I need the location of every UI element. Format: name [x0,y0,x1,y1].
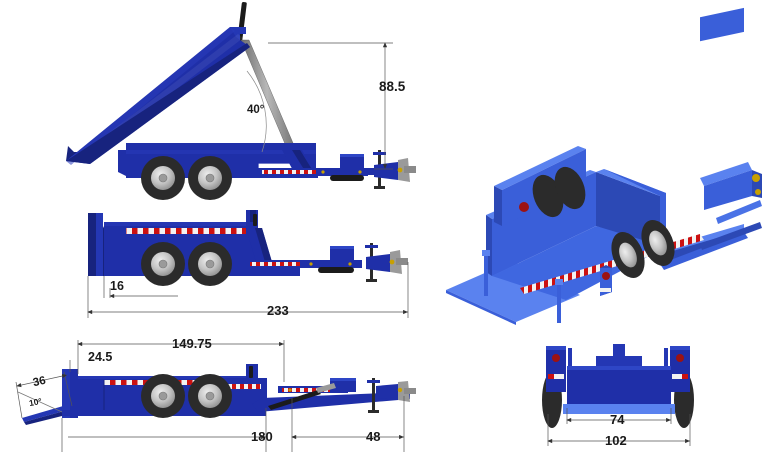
dim-40-deg [246,70,267,153]
dim-label-180: 180 [251,429,273,444]
iso-far-fender [494,146,586,226]
dim-label-24-5: 24.5 [88,350,113,364]
dim-label-48: 48 [366,429,381,444]
dim-label-74: 74 [610,412,625,427]
rear-body [563,344,675,414]
dim-233 [87,262,409,318]
view-isometric [446,7,762,325]
dim-102 [547,414,691,446]
dim-88-5 [268,42,393,170]
iso-near-wheels [600,220,675,296]
dim-label-88-5: 88.5 [379,79,406,94]
dim-74 [566,408,672,424]
dim-label-40-deg: 40° [247,104,265,116]
view-side-lowered [87,210,409,318]
wheels-ramp-view [141,374,232,418]
dim-label-233: 233 [267,303,289,318]
view-side-raised [66,2,416,200]
view-side-ramp [15,340,416,452]
dim-36 [15,371,73,419]
dim-label-16: 16 [110,279,124,293]
wheels-raised [141,156,232,200]
wheels-lowered [141,242,232,286]
hydraulic-cylinder-raised [237,2,300,159]
rear-fenders [546,346,690,392]
iso-gate-posts [482,250,563,323]
dim-48 [291,396,405,452]
dump-bed-raised [66,27,250,165]
dim-149-75 [77,340,285,382]
iso-frame [660,7,762,270]
dim-label-102: 102 [605,433,627,448]
view-rear [542,344,694,446]
dim-16 [103,276,178,299]
iso-ramp [446,261,580,325]
dim-180 [61,408,267,452]
dim-label-149-75: 149.75 [172,336,212,351]
